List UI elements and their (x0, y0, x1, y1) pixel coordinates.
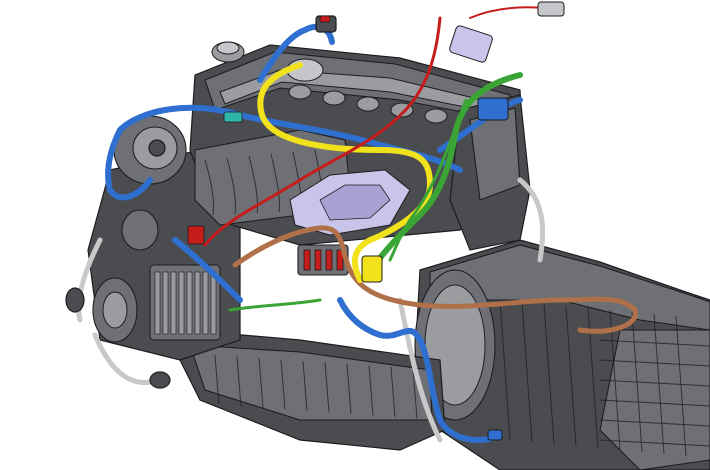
oil-pan-rib (236, 356, 242, 407)
intake-runner (226, 157, 236, 215)
harness-red (203, 16, 442, 247)
connector-lower-left (65, 287, 85, 313)
ecu-box (149, 264, 221, 341)
connector-yellow (361, 255, 383, 283)
connector-teal (223, 111, 243, 123)
harness-copper (232, 225, 638, 334)
alternator-hub (148, 139, 166, 157)
center-cover-inner (319, 184, 391, 221)
ecu-fin (210, 271, 217, 335)
gearbox-rib (599, 419, 710, 427)
sensor-connector-top (449, 25, 493, 63)
oil-pan-rib (324, 362, 330, 413)
oil-pan-rib (258, 357, 264, 409)
coil-pack (424, 108, 448, 124)
gearbox-rib (599, 359, 710, 367)
oil-pan-rib (368, 365, 374, 416)
harness-blue-front (172, 237, 243, 303)
gearbox-rib (499, 299, 511, 441)
ecu-fins (154, 271, 217, 335)
harness-grey-front (397, 297, 443, 443)
ecu-fin (170, 271, 177, 335)
intake-manifold (194, 94, 531, 276)
ecu-fin (194, 271, 201, 335)
pump-pulley (121, 209, 159, 251)
oil-pan-rib (302, 360, 308, 412)
ecu-fin (154, 271, 161, 335)
valve-solenoid (325, 249, 333, 271)
connector-blue-block (477, 97, 509, 121)
gearbox-rib (599, 439, 710, 447)
connector-blue-end (487, 429, 503, 441)
connector-red-block (187, 225, 205, 245)
oil-pan-ribs (214, 354, 418, 419)
coil-pack (288, 84, 312, 100)
harness-green-2 (388, 98, 468, 262)
gearbox-rib (599, 379, 710, 387)
harness-grey-left (76, 237, 103, 323)
gearbox-rib (543, 303, 555, 445)
connector-lower (149, 371, 171, 389)
oil-pan-rib (390, 366, 396, 418)
harness-blue-drop (337, 297, 503, 443)
intake-runner (204, 159, 214, 216)
gearbox-ribs (499, 299, 710, 457)
crank-pulley-hub (102, 291, 128, 329)
oil-filler-cap-top (216, 41, 240, 55)
valve-block (297, 244, 349, 276)
valve-solenoid (303, 249, 311, 271)
harness-yellow (257, 62, 434, 283)
connectors (65, 1, 565, 441)
valve-solenoid (314, 249, 322, 271)
engine-lower (179, 329, 446, 451)
harness-green-lower (228, 298, 322, 312)
harness-grey-right (517, 177, 546, 263)
gearbox-rib (653, 313, 665, 455)
connector-cap (319, 15, 331, 23)
oil-pan-rib (346, 363, 352, 415)
ecu-fin (162, 271, 169, 335)
gearbox-rib (521, 301, 533, 443)
coil-pack (356, 96, 380, 112)
connector-top-right (537, 1, 565, 17)
coil-pack (322, 90, 346, 106)
gearbox-rib (609, 309, 621, 451)
harness-blue-main (117, 104, 463, 173)
intake-runner (248, 155, 258, 214)
gearbox-rib (675, 315, 687, 457)
oil-pan-rib (214, 354, 220, 406)
ecu-fin (178, 271, 185, 335)
gearbox-rib (599, 399, 710, 407)
gearbox-rib (565, 305, 577, 447)
intake-runner (270, 153, 280, 213)
oil-pan-rib (412, 368, 418, 419)
ecu-fin (186, 271, 193, 335)
harness-green (372, 72, 523, 268)
ecu-fin (202, 271, 209, 335)
oil-pan-rib (280, 359, 286, 410)
gearbox-rib (599, 339, 710, 347)
harness-blue-left (105, 127, 153, 201)
valve-solenoid (336, 249, 344, 271)
